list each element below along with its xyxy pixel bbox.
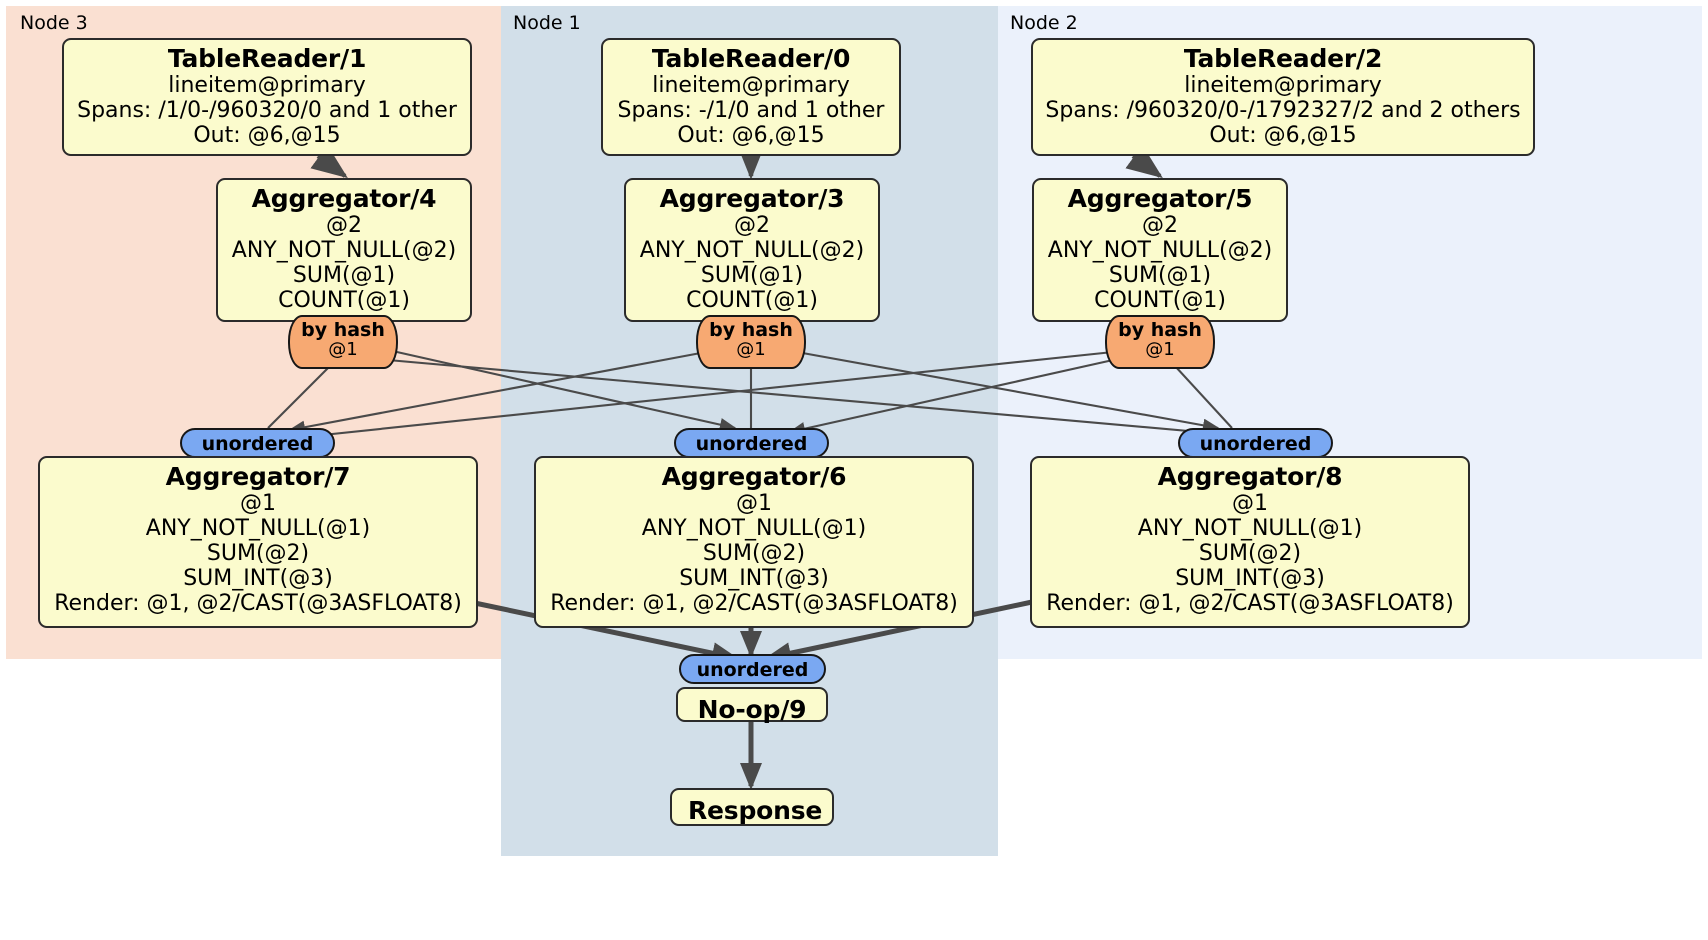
synchronizer-unordered-right[interactable]: unordered bbox=[1178, 428, 1333, 458]
processor-title: Aggregator/8 bbox=[1157, 462, 1343, 491]
synchronizer-label: unordered bbox=[201, 433, 314, 455]
processor-title: Aggregator/7 bbox=[165, 462, 351, 491]
processor-detail-line: lineitem@primary bbox=[652, 73, 850, 99]
router-sublabel: @1 bbox=[736, 338, 766, 360]
processor-title: TableReader/1 bbox=[167, 44, 367, 73]
router-sublabel: @1 bbox=[328, 338, 358, 360]
processor-title: Response bbox=[688, 796, 823, 825]
processor-detail-line: SUM(@1) bbox=[700, 262, 804, 288]
cluster-label-node-3: Node 3 bbox=[20, 12, 88, 34]
processor-detail-line: Spans: /1/0-/960320/0 and 1 other bbox=[77, 98, 457, 124]
processor-detail-line: COUNT(@1) bbox=[278, 287, 410, 313]
processor-detail-line: @1 bbox=[736, 491, 772, 517]
processor-title: Aggregator/6 bbox=[661, 462, 847, 491]
processor-detail-line: COUNT(@1) bbox=[686, 287, 818, 313]
processor-title: Aggregator/3 bbox=[659, 184, 845, 213]
processor-detail-line: @1 bbox=[240, 491, 276, 517]
processor-detail-line: @2 bbox=[326, 213, 362, 239]
router-by-hash-right[interactable]: by hash @1 bbox=[1105, 315, 1215, 369]
router-label: by hash bbox=[1118, 319, 1202, 341]
processor-detail-line: SUM(@1) bbox=[1108, 262, 1212, 288]
processor-detail-line: SUM_INT(@3) bbox=[679, 565, 829, 591]
processor-detail-line: Out: @6,@15 bbox=[1209, 122, 1357, 148]
synchronizer-unordered-left[interactable]: unordered bbox=[180, 428, 335, 458]
processor-noop-9[interactable]: No-op/9 bbox=[676, 687, 828, 724]
router-by-hash-left[interactable]: by hash @1 bbox=[288, 315, 398, 369]
router-sublabel: @1 bbox=[1145, 338, 1175, 360]
processor-detail-line: ANY_NOT_NULL(@2) bbox=[231, 238, 457, 264]
processor-detail-line: ANY_NOT_NULL(@2) bbox=[1047, 238, 1273, 264]
processor-aggregator-8[interactable]: Aggregator/8 @1 ANY_NOT_NULL(@1) SUM(@2)… bbox=[1030, 456, 1470, 628]
processor-aggregator-6[interactable]: Aggregator/6 @1 ANY_NOT_NULL(@1) SUM(@2)… bbox=[534, 456, 974, 628]
processor-detail-line: SUM(@2) bbox=[702, 540, 806, 566]
cluster-label-node-1: Node 1 bbox=[513, 12, 581, 34]
processor-detail-line: SUM(@1) bbox=[292, 262, 396, 288]
processor-detail-line: @2 bbox=[1142, 213, 1178, 239]
processor-response[interactable]: Response bbox=[670, 788, 834, 826]
processor-aggregator-4[interactable]: Aggregator/4 @2 ANY_NOT_NULL(@2) SUM(@1)… bbox=[216, 178, 472, 322]
processor-tablereader-0[interactable]: TableReader/0 lineitem@primary Spans: -/… bbox=[601, 38, 901, 156]
processor-detail-line: Render: @1, @2/CAST(@3ASFLOAT8) bbox=[1046, 590, 1454, 616]
processor-aggregator-7[interactable]: Aggregator/7 @1 ANY_NOT_NULL(@1) SUM(@2)… bbox=[38, 456, 478, 628]
processor-detail-line: ANY_NOT_NULL(@1) bbox=[145, 516, 371, 542]
processor-detail-line: lineitem@primary bbox=[168, 73, 366, 99]
processor-detail-line: COUNT(@1) bbox=[1094, 287, 1226, 313]
processor-detail-line: SUM(@2) bbox=[206, 540, 310, 566]
processor-detail-line: ANY_NOT_NULL(@2) bbox=[639, 238, 865, 264]
router-label: by hash bbox=[709, 319, 793, 341]
cluster-label-node-2: Node 2 bbox=[1010, 12, 1078, 34]
processor-title: TableReader/2 bbox=[1183, 44, 1383, 73]
processor-detail-line: @1 bbox=[1232, 491, 1268, 517]
processor-title: TableReader/0 bbox=[651, 44, 851, 73]
processor-aggregator-3[interactable]: Aggregator/3 @2 ANY_NOT_NULL(@2) SUM(@1)… bbox=[624, 178, 880, 322]
processor-detail-line: Render: @1, @2/CAST(@3ASFLOAT8) bbox=[54, 590, 462, 616]
processor-detail-line: @2 bbox=[734, 213, 770, 239]
processor-aggregator-5[interactable]: Aggregator/5 @2 ANY_NOT_NULL(@2) SUM(@1)… bbox=[1032, 178, 1288, 322]
processor-detail-line: ANY_NOT_NULL(@1) bbox=[641, 516, 867, 542]
processor-detail-line: Spans: -/1/0 and 1 other bbox=[617, 98, 885, 124]
synchronizer-label: unordered bbox=[696, 659, 809, 681]
processor-detail-line: ANY_NOT_NULL(@1) bbox=[1137, 516, 1363, 542]
router-label: by hash bbox=[301, 319, 385, 341]
synchronizer-unordered-final[interactable]: unordered bbox=[679, 654, 826, 684]
synchronizer-unordered-mid[interactable]: unordered bbox=[674, 428, 829, 458]
processor-detail-line: Render: @1, @2/CAST(@3ASFLOAT8) bbox=[550, 590, 958, 616]
processor-detail-line: SUM_INT(@3) bbox=[1175, 565, 1325, 591]
processor-tablereader-2[interactable]: TableReader/2 lineitem@primary Spans: /9… bbox=[1031, 38, 1535, 156]
router-by-hash-mid[interactable]: by hash @1 bbox=[696, 315, 806, 369]
processor-detail-line: SUM(@2) bbox=[1198, 540, 1302, 566]
processor-detail-line: SUM_INT(@3) bbox=[183, 565, 333, 591]
processor-title: No-op/9 bbox=[697, 695, 807, 724]
synchronizer-label: unordered bbox=[695, 433, 808, 455]
processor-title: Aggregator/5 bbox=[1067, 184, 1253, 213]
processor-detail-line: Out: @6,@15 bbox=[677, 122, 825, 148]
processor-title: Aggregator/4 bbox=[251, 184, 437, 213]
processor-detail-line: Out: @6,@15 bbox=[193, 122, 341, 148]
processor-detail-line: lineitem@primary bbox=[1184, 73, 1382, 99]
synchronizer-label: unordered bbox=[1199, 433, 1312, 455]
processor-detail-line: Spans: /960320/0-/1792327/2 and 2 others bbox=[1045, 98, 1521, 124]
processor-tablereader-1[interactable]: TableReader/1 lineitem@primary Spans: /1… bbox=[62, 38, 472, 156]
